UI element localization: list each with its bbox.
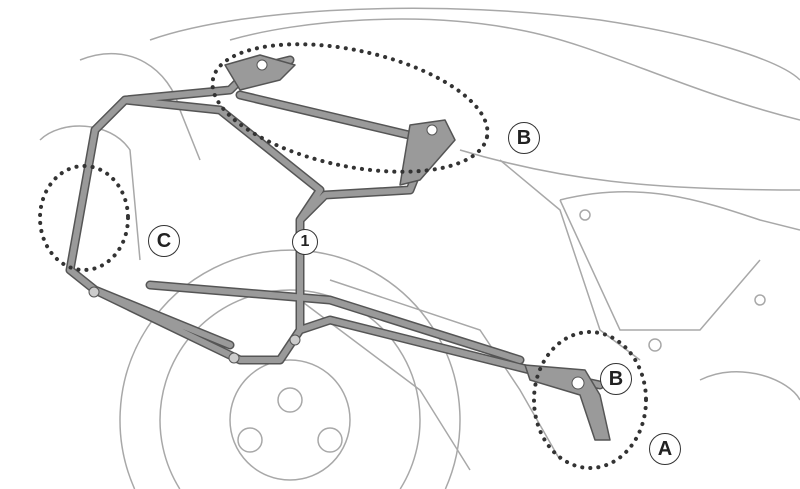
wheel-inner <box>159 289 421 489</box>
pannier-frame <box>65 54 611 441</box>
label-part-1: 1 <box>292 229 318 255</box>
motorcycle-body <box>39 7 800 489</box>
label-b-bottom: B <box>600 363 632 395</box>
label-a: A <box>649 433 681 465</box>
dotted-callouts <box>38 42 648 470</box>
label-b-top: B <box>508 122 540 154</box>
callout-b-bottom <box>532 330 648 470</box>
callout-c <box>38 164 130 272</box>
wheel-outer <box>119 249 461 489</box>
callout-b-top <box>210 42 490 174</box>
label-c: C <box>148 225 180 257</box>
